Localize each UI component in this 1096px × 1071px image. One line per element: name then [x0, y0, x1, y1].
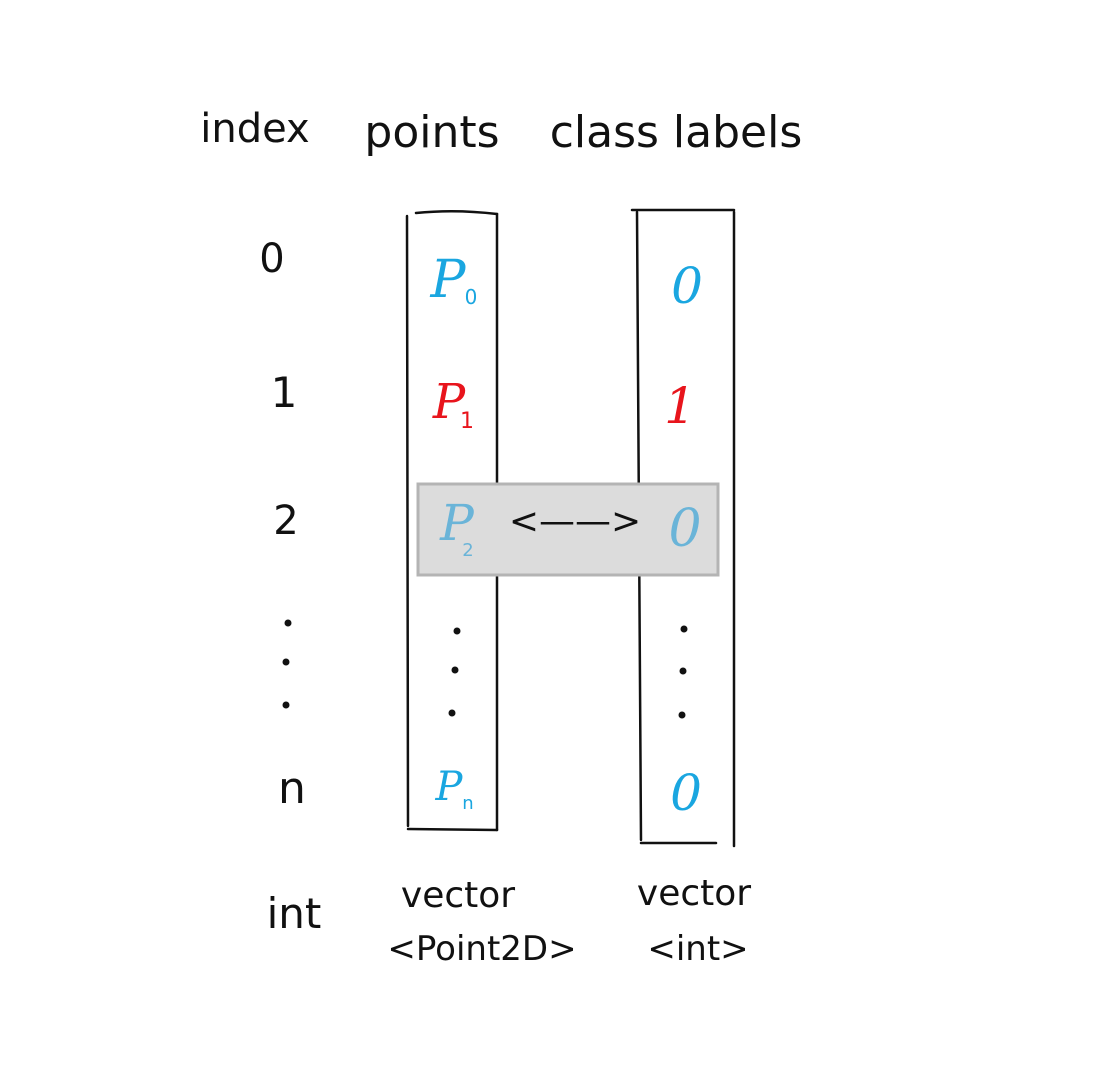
header-points: points [364, 107, 499, 158]
index-ellipsis [282, 619, 292, 709]
type-labels-line2: <int> [647, 929, 748, 969]
index-1: 1 [271, 368, 298, 417]
label-1: 1 [664, 377, 696, 435]
labels-ellipsis [678, 625, 688, 719]
points-ellipsis [448, 627, 461, 717]
point-p0-subscript: 0 [465, 285, 478, 309]
index-0: 0 [259, 236, 284, 282]
point-p1: P [432, 374, 466, 430]
correspondence-arrow: <——> [509, 501, 641, 542]
type-labels-line1: vector [637, 873, 751, 914]
point-p1-subscript: 1 [460, 409, 474, 434]
index-n: n [278, 763, 306, 814]
type-points-line2: <Point2D> [387, 929, 576, 969]
type-index: int [267, 889, 322, 938]
point-p0: P [430, 250, 467, 310]
highlight-band [416, 482, 720, 577]
index-2: 2 [273, 498, 298, 544]
label-0: 0 [671, 257, 703, 315]
point-p2: P [439, 494, 475, 552]
header-class-labels: class labels [550, 107, 803, 158]
point-pn-subscript: n [462, 793, 473, 814]
label-n: 0 [670, 764, 702, 822]
type-points-line1: vector [401, 875, 515, 916]
point-p2-subscript: 2 [462, 540, 473, 561]
point-pn: P [435, 764, 464, 810]
label-2: 0 [668, 499, 701, 559]
header-index: index [200, 106, 309, 152]
